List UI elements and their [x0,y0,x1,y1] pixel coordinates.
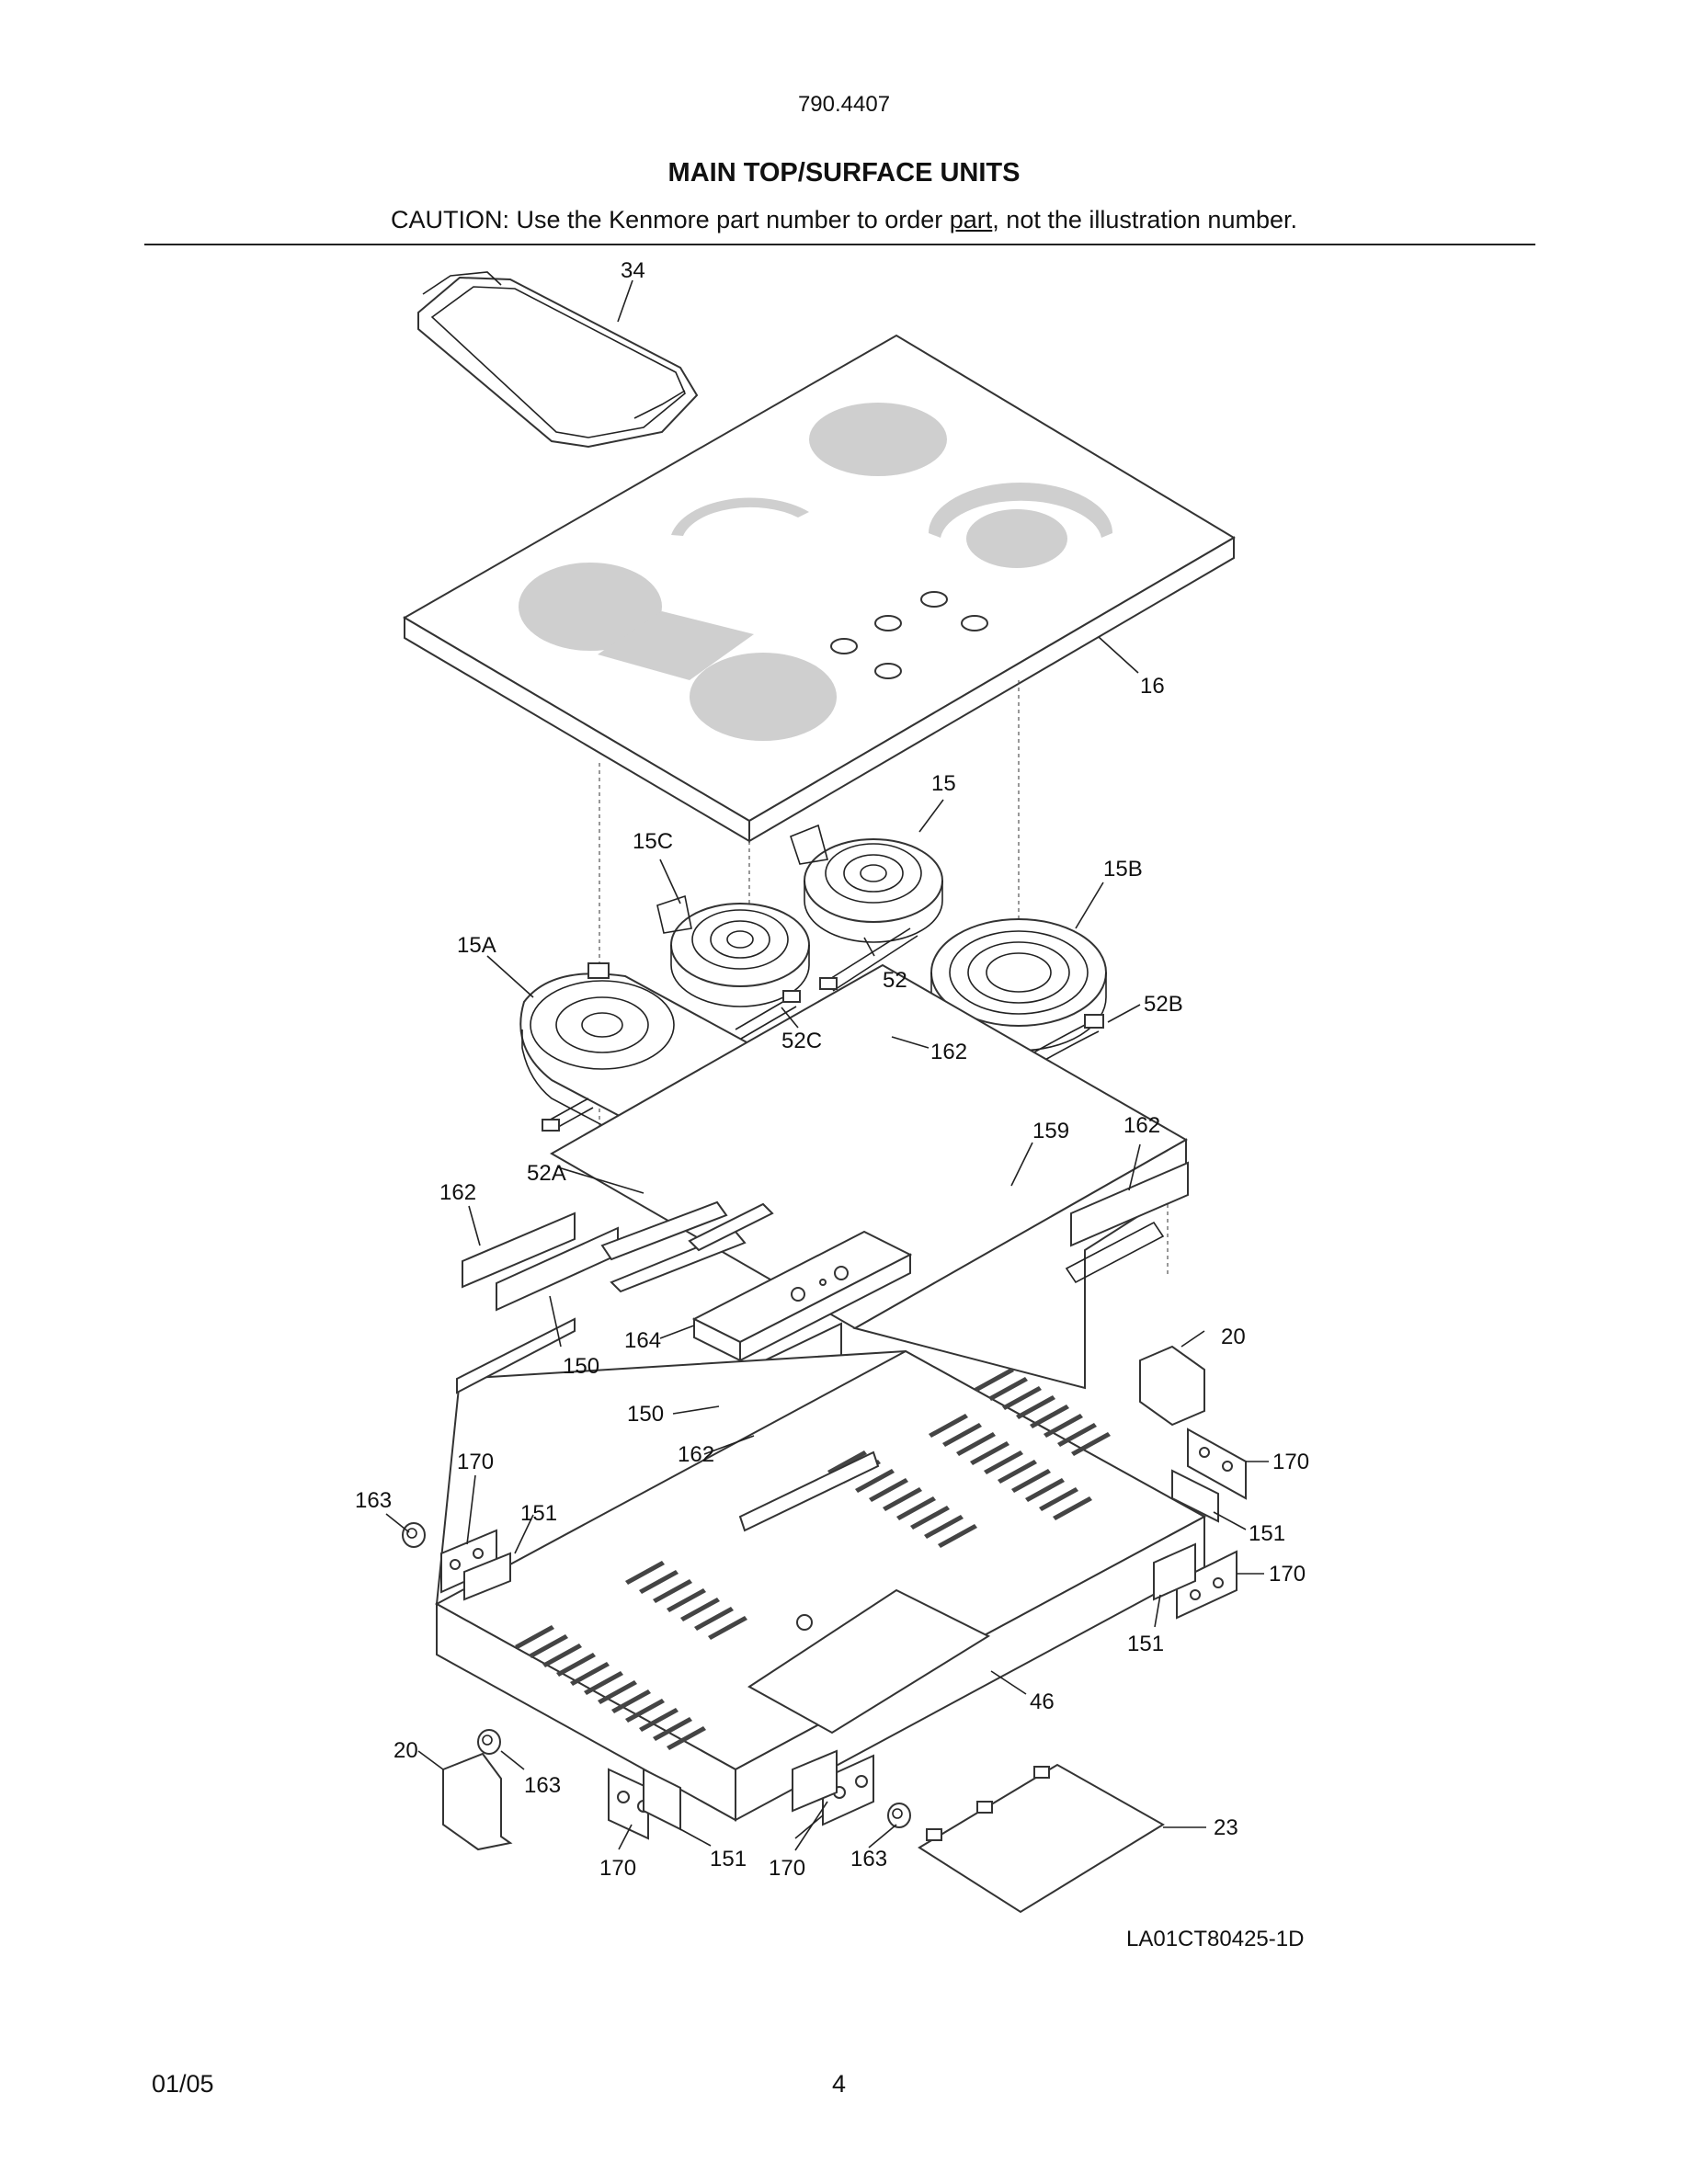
callout-15a: 15A [457,933,496,958]
insulation-strip-left [456,1317,576,1394]
caution-underlined-word: part [949,206,993,233]
callout-162-rear: 162 [930,1040,967,1064]
glass-cooktop-part [403,334,1236,843]
callout-170-center: 170 [769,1856,805,1881]
callout-162-left: 162 [439,1180,476,1205]
bracket-170-right-rear [1187,1428,1247,1500]
callout-162-front: 162 [678,1442,714,1467]
griddle-part [417,271,699,449]
drawing-id: LA01CT80425-1D [1126,1927,1304,1951]
bracket-170-right-front [1176,1550,1237,1620]
spacer-151-right-rear [1171,1469,1219,1523]
callout-52b: 52B [1144,992,1183,1017]
plug-163-left-front [477,1729,501,1755]
callout-170-left-rear: 170 [457,1450,494,1474]
callout-159: 159 [1032,1119,1069,1143]
callout-151-left-rear: 151 [520,1501,557,1526]
callout-15b: 15B [1103,857,1143,882]
model-number: 790.4407 [797,92,891,117]
cover-plate-23 [918,1763,1165,1914]
callout-163-left-rear: 163 [355,1488,392,1513]
plug-163-left-rear [402,1522,426,1548]
insulation-162-right [1070,1161,1189,1247]
callout-150-front: 150 [627,1402,664,1427]
callout-23: 23 [1214,1815,1238,1840]
callout-15c: 15C [633,829,673,854]
spacer-151-right-front [1153,1542,1196,1601]
control-box-164 [691,1230,913,1362]
plug-163-center-front [887,1803,911,1828]
vent-slots [515,1368,1111,1750]
callout-16: 16 [1140,674,1165,699]
bracket-20-right [1139,1345,1205,1427]
callout-46: 46 [1030,1689,1055,1714]
caution-text-end: , not the illustration number. [992,206,1297,233]
insulation-150-left [496,1200,774,1312]
callout-170-left-front: 170 [599,1856,636,1881]
callout-34: 34 [621,258,645,283]
footer-date: 01/05 [152,2070,214,2098]
callout-20-right: 20 [1221,1325,1246,1349]
callout-164: 164 [624,1328,661,1353]
surface-element-15c [656,894,810,1007]
callout-52: 52 [883,968,907,993]
callout-163-center: 163 [850,1847,887,1871]
callout-163-left-front: 163 [524,1773,561,1798]
bracket-52a [546,1098,714,1214]
caution-note: CAUTION: Use the Kenmore part number to … [0,206,1688,234]
insulation-162-left [462,1211,576,1289]
callout-151-right-rear: 151 [1249,1521,1285,1546]
callout-52c: 52C [781,1029,822,1053]
callout-150-left: 150 [563,1354,599,1379]
page-title: MAIN TOP/SURFACE UNITS [667,158,1021,188]
bracket-52c [735,996,797,1040]
page-number: 4 [832,2070,847,2098]
callout-151-right-front: 151 [1127,1632,1164,1656]
header-rule [144,244,1535,245]
callout-151-center: 151 [710,1847,747,1871]
callout-52a: 52A [527,1161,566,1186]
bracket-52 [825,927,918,992]
callout-170-right-rear: 170 [1272,1450,1309,1474]
bracket-20-left [442,1752,513,1851]
callout-15: 15 [931,771,956,796]
spacer-151-center-front [792,1749,838,1813]
leader-lines [385,279,1269,1851]
surface-element-15 [790,824,943,943]
burner-box-46 [434,1349,1207,1822]
spacer-151-left-rear [463,1552,511,1601]
caution-text: CAUTION: Use the Kenmore part number to … [391,206,950,233]
callout-20-left: 20 [393,1738,418,1763]
callout-170-right-front: 170 [1269,1562,1306,1587]
callout-162-right: 162 [1123,1113,1160,1138]
